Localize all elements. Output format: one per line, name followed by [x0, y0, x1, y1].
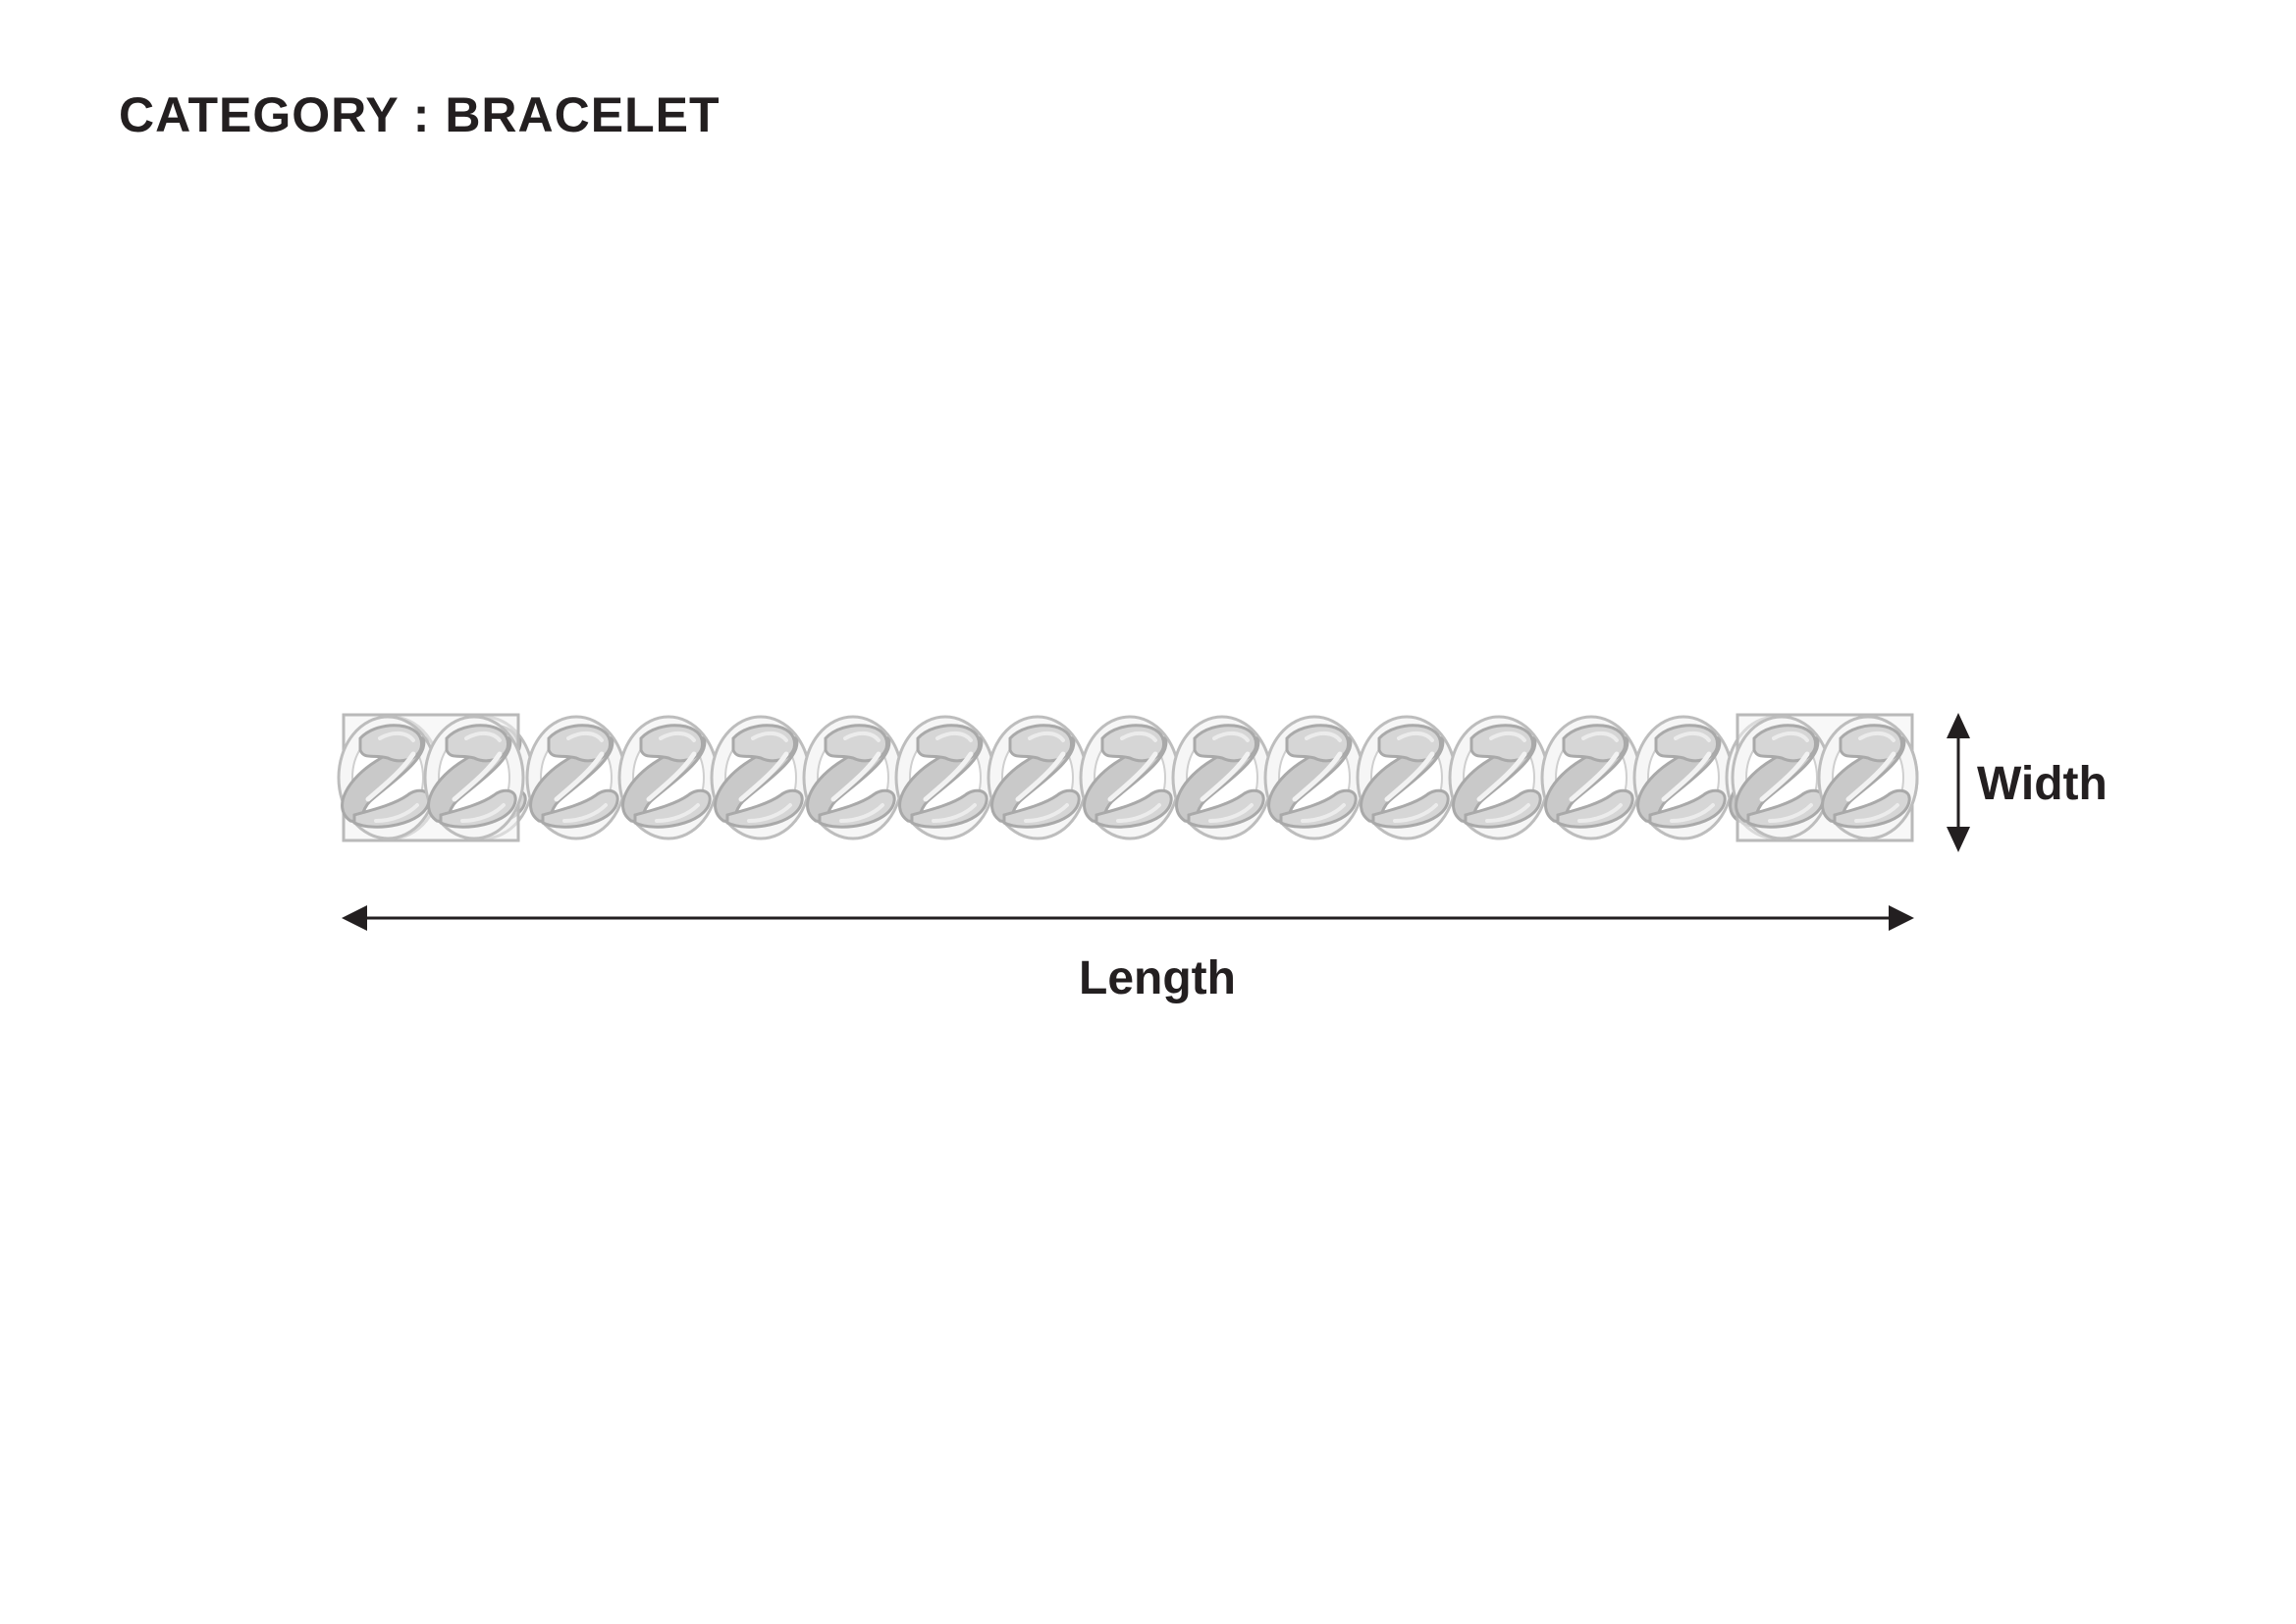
width-label: Width: [1977, 758, 2108, 810]
chain-link: [619, 717, 718, 839]
chain-link: [712, 717, 810, 839]
chain-link: [896, 717, 994, 839]
chain-link: [1542, 717, 1640, 839]
chain-link: [804, 717, 902, 839]
chain-link: [1081, 717, 1179, 839]
page-title: CATEGORY : BRACELET: [119, 87, 721, 142]
chain-links: [343, 717, 1917, 839]
chain-link: [1173, 717, 1271, 839]
chain-link: [1265, 717, 1363, 839]
chain-link: [988, 717, 1087, 839]
clasp-right: [1733, 713, 1917, 842]
length-arrow-icon: [342, 905, 1914, 931]
width-arrow-icon: [1947, 713, 1970, 852]
clasp-left: [339, 713, 523, 842]
length-label: Length: [1079, 952, 1236, 1004]
chain-link: [527, 717, 625, 839]
chain-link: [1634, 717, 1733, 839]
chain-link: [1358, 717, 1456, 839]
chain-link: [1450, 717, 1548, 839]
